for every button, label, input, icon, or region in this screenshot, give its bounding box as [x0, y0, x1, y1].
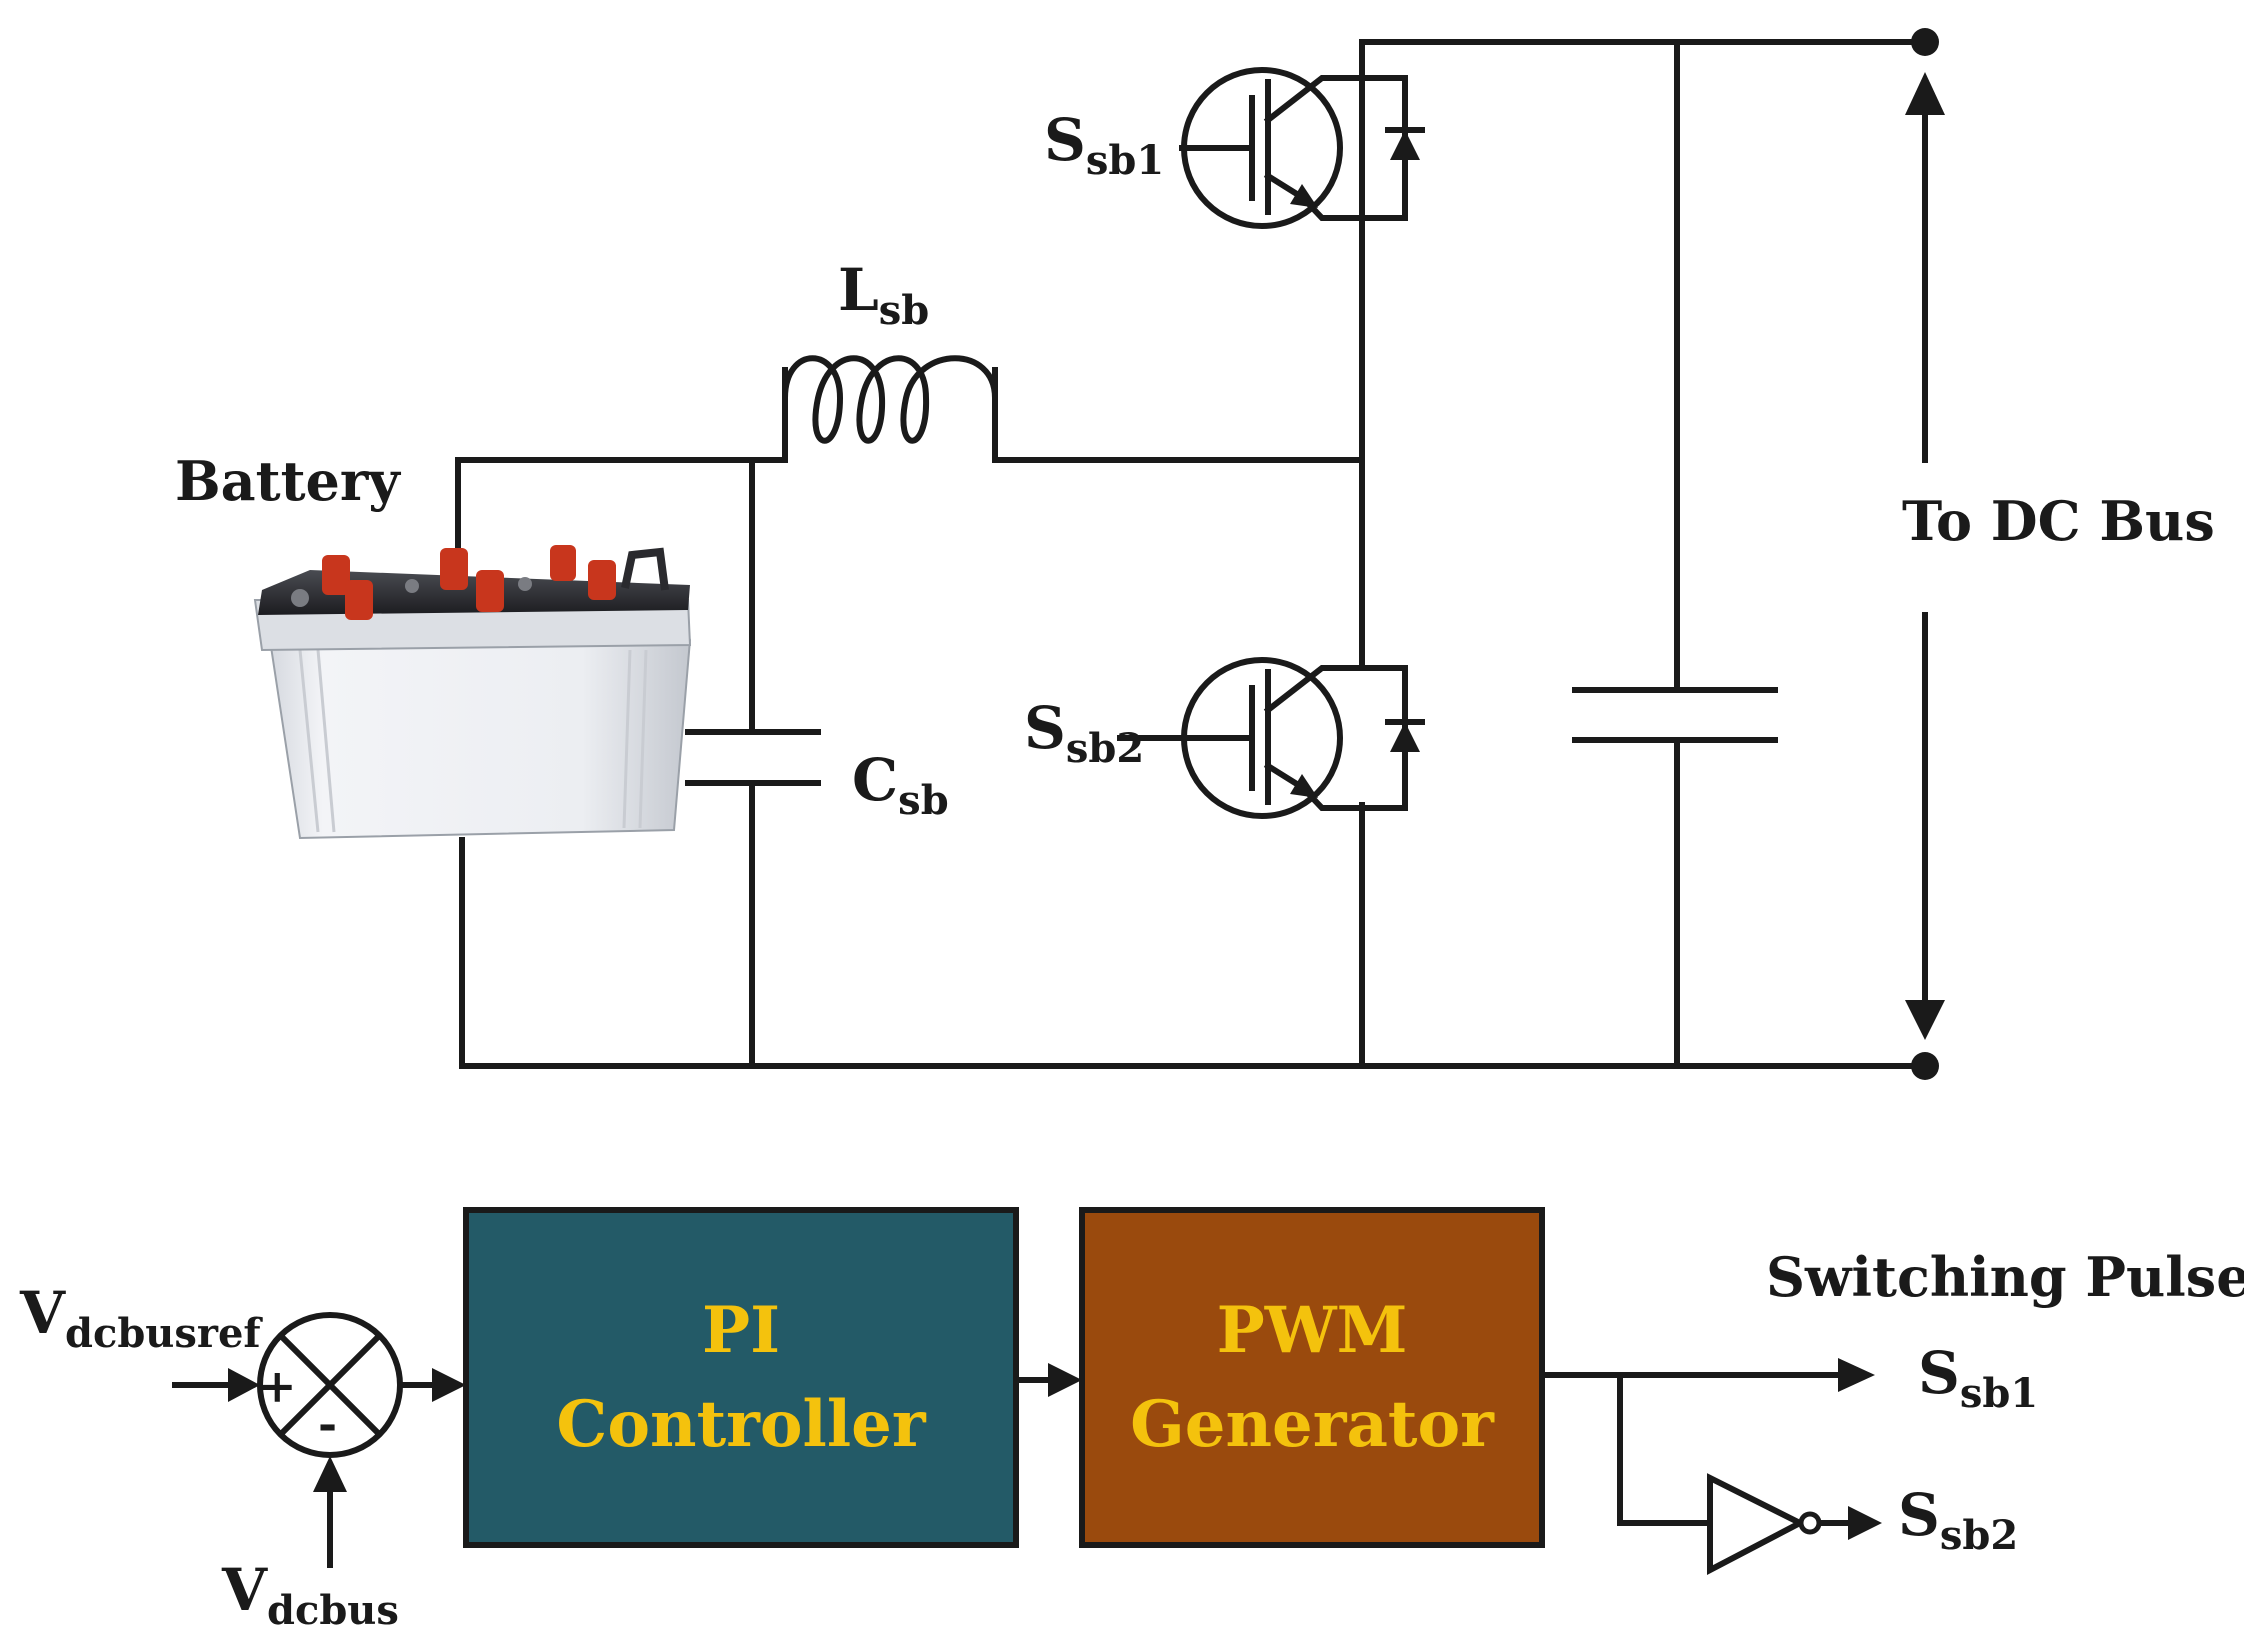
emitter-arrow-icon [1290, 184, 1318, 208]
inverter-gate [1707, 1473, 1822, 1575]
battery-terminals [291, 545, 616, 620]
arrow-right-icon [1838, 1358, 1875, 1392]
capacitor-dc-link [1572, 687, 1778, 743]
arrow-right-icon [432, 1368, 466, 1402]
arrow-up-icon [1905, 72, 1945, 115]
diode-icon [1390, 722, 1420, 752]
pi-controller-block: PI Controller [463, 1207, 1019, 1548]
vbus-label: Vdcbus [221, 1556, 399, 1634]
pwm-generator-block: PWM Generator [1079, 1207, 1545, 1548]
wire-battery-bottom [459, 837, 1928, 1069]
switch2-label: Ssb2 [1024, 694, 1144, 772]
capacitor-csb [685, 729, 821, 786]
vref-label: Vdcbusref [19, 1279, 263, 1357]
output-sb2-label: Ssb2 [1898, 1481, 2018, 1559]
power-circuit-wires [455, 39, 1928, 1069]
arrow-up-icon [313, 1456, 347, 1492]
emitter-arrow-icon [1290, 774, 1318, 798]
pi-block-line2: Controller [556, 1387, 926, 1462]
igbt-switch-sb1 [1179, 67, 1425, 229]
wire-to-inverter [1617, 1372, 1713, 1526]
battery-image [253, 545, 692, 840]
dc-bus-terminals [1905, 28, 1945, 1080]
output-sb1-label: Ssb1 [1918, 1339, 2038, 1417]
arrow-right-icon [228, 1368, 260, 1402]
wire-battery-top [455, 367, 788, 598]
pi-block-line1: PI [702, 1293, 780, 1368]
arrow-right-icon [1048, 1363, 1082, 1397]
capacitor-csb-label: Csb [852, 746, 949, 824]
pwm-block-line1: PWM [1217, 1293, 1408, 1368]
arrow-down-icon [1905, 1000, 1945, 1040]
minus-sign: - [318, 1397, 337, 1451]
battery-label: Battery [175, 449, 401, 513]
wire-inductor-right [992, 367, 1365, 463]
inductor-lsb [782, 355, 998, 463]
pwm-block-line2: Generator [1130, 1387, 1495, 1462]
dc-bus-label: To DC Bus [1902, 489, 2215, 553]
switching-pulses-label: Switching Pulses [1766, 1245, 2244, 1309]
inductor-label: Lsb [838, 256, 929, 334]
arrow-right-icon [1848, 1506, 1882, 1540]
diode-icon [1390, 130, 1420, 160]
plus-sign: + [258, 1359, 297, 1413]
switch1-label: Ssb1 [1044, 106, 1164, 184]
igbt-switch-sb2 [1117, 657, 1425, 819]
